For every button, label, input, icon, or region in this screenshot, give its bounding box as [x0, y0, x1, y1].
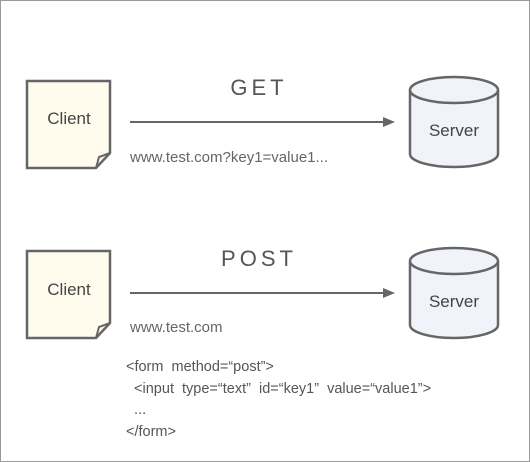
- server-label-post: Server: [428, 292, 480, 311]
- form-code-line: ...: [126, 402, 147, 418]
- url-get: www.test.com?key1=value1...: [130, 149, 329, 166]
- client-label-get: Client: [47, 109, 91, 128]
- method-post: POST: [221, 246, 297, 271]
- server-label-get: Server: [428, 121, 480, 140]
- method-get: GET: [230, 75, 288, 100]
- url-post: www.test.com: [130, 319, 223, 336]
- client-label-post: Client: [47, 280, 91, 299]
- form-code-snippet: <form method=“post”> <input type=“text” …: [126, 357, 431, 443]
- form-code-line: <input type=“text” id=“key1” value=“valu…: [126, 380, 432, 397]
- form-code-line: </form>: [126, 423, 176, 440]
- form-code-line: <form method=“post”>: [126, 359, 274, 375]
